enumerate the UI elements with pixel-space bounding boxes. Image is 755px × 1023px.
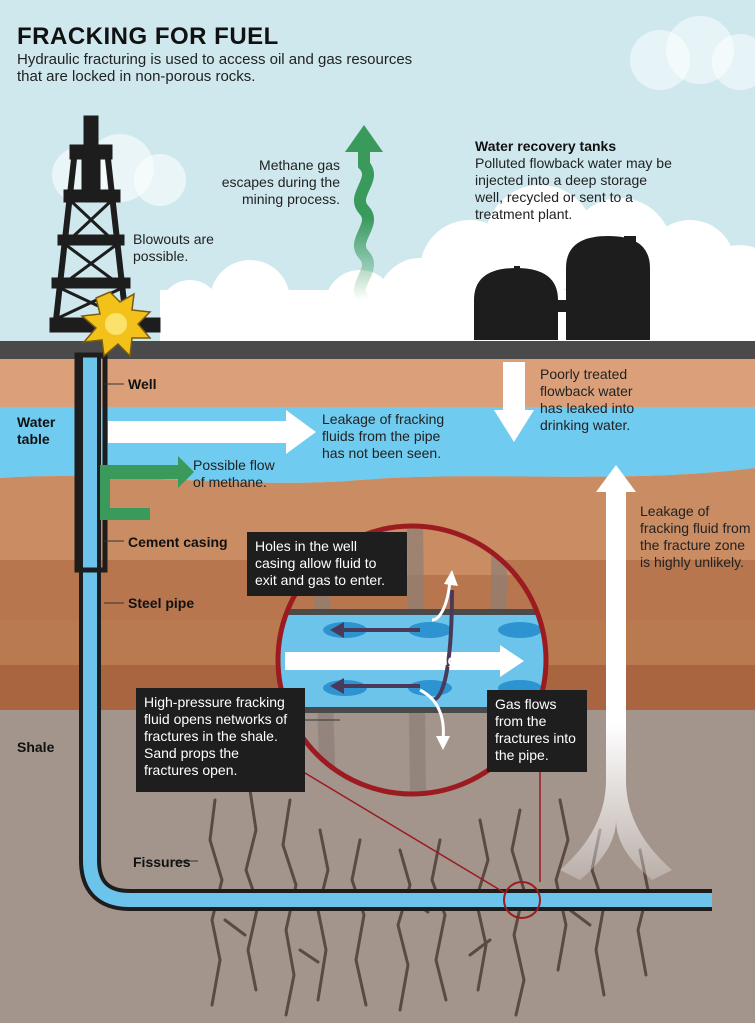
steel-pipe-label: Steel pipe <box>128 595 195 611</box>
rock-layer-1 <box>0 468 755 560</box>
cement-casing-label: Cement casing <box>128 534 228 550</box>
fracture-zone-rising-arrow <box>560 465 672 880</box>
leader-lines <box>104 383 340 862</box>
tanks-title: Water recovery tanks <box>475 138 617 154</box>
water-table-label: Water table <box>17 414 56 447</box>
pipe-leak-label: Leakage of fracking fluids from the pipe… <box>322 411 445 461</box>
fracture-leak-label: Leakage of fracking fluid from the fract… <box>640 503 751 570</box>
fracturing-fluid-label: High-pressure fracturing fluid <box>292 652 490 668</box>
ground-surface <box>0 341 755 359</box>
clouds <box>52 16 755 345</box>
well-label: Well <box>128 376 157 392</box>
shale-label: Shale <box>17 739 55 755</box>
page-title: FRACKING FOR FUEL <box>17 23 279 50</box>
methane-label: Methane gas escapes during the mining pr… <box>221 157 340 207</box>
blowouts-label: Blowouts are possible. <box>133 231 214 264</box>
fissures-label: Fissures <box>133 854 191 870</box>
hp-fracking-callout: High-pressure fracking fluid opens netwo… <box>136 688 305 792</box>
holes-callout: Holes in the well casing allow fluid to … <box>247 532 407 596</box>
flowback-leak-arrow <box>494 362 534 442</box>
blowout-burst <box>80 291 152 358</box>
tanks-body: Polluted flowback water may be injected … <box>475 155 672 222</box>
gas-flows-callout: Gas flows from the fractures into the pi… <box>487 690 587 772</box>
cement-casing <box>74 352 108 573</box>
pipe-leak-arrow <box>108 410 316 454</box>
water-recovery-tanks <box>474 236 650 340</box>
methane-escape-arrow <box>345 125 383 305</box>
methane-flow-label: Possible flow of methane. <box>193 457 275 490</box>
flowback-leak-label: Poorly treated flowback water has leaked… <box>540 366 635 433</box>
topsoil-layer <box>0 359 755 407</box>
page-subtitle: Hydraulic fracturing is used to access o… <box>17 51 413 85</box>
methane-flow-arrow <box>100 456 194 520</box>
